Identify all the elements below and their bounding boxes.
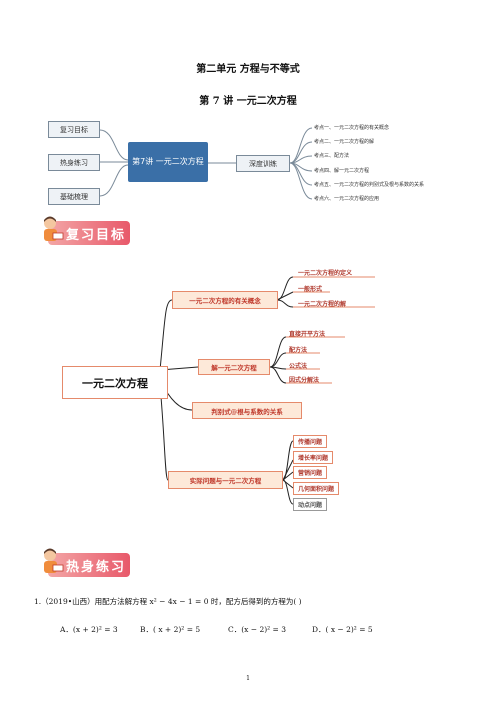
branch-discriminant: 判别式@根与系数的关系 (192, 402, 302, 419)
overview-center-node: 第7讲 一元二次方程 (128, 142, 208, 182)
leaf-factoring: 因式分解法 (289, 377, 320, 384)
overview-point: 考点一、一元二次方程的有关概念 (314, 125, 390, 131)
leaf-growth-rate: 增长率问题 (293, 451, 334, 464)
lesson-title: 第 7 讲 一元二次方程 (199, 96, 297, 107)
overview-node-training: 深度训练 (236, 155, 290, 172)
leaf-geometry-area: 几何面积问题 (293, 482, 340, 495)
overview-point: 考点二、一元二次方程的解 (314, 139, 375, 145)
student-figure-icon (44, 548, 64, 573)
leaf-formula: 公式法 (289, 363, 308, 370)
leaf-definition: 一元二次方程的定义 (298, 270, 353, 277)
leaf-square-root: 直接开平方法 (289, 331, 326, 338)
overview-point: 考点六、一元二次方程的应用 (314, 196, 380, 202)
section-banner-warmup-label: 热身练习 (66, 559, 127, 575)
question-1-option-b[interactable]: B．( x + 2)² = 5 (140, 625, 201, 634)
section-banner-review-label: 复习目标 (66, 227, 127, 243)
concept-root-node: 一元二次方程 (62, 366, 168, 399)
concept-mindmap-lines (159, 276, 375, 505)
section-banner-warmup: 热身练习 (44, 548, 130, 577)
overview-mindmap-lines (99, 127, 313, 200)
overview-node-basics: 基础梳理 (48, 188, 100, 205)
overview-node-review: 复习目标 (48, 121, 100, 138)
section-banner-review: 复习目标 (44, 216, 130, 245)
leaf-moving-point: 动点问题 (293, 498, 328, 511)
overview-point: 考点五、一元二次方程的判别式及根与系数的关系 (314, 182, 425, 188)
leaf-completing-square: 配方法 (289, 347, 308, 354)
question-1-stem: 1.（2019•山西）用配方法解方程 x² − 4x − 1 = 0 时，配方后… (34, 597, 302, 606)
question-1-option-d[interactable]: D．( x − 2)² = 5 (312, 625, 373, 634)
unit-title: 第二单元 方程与不等式 (196, 64, 300, 75)
question-1-option-a[interactable]: A．(x + 2)² = 3 (60, 625, 118, 634)
question-1-option-c[interactable]: C．(x − 2)² = 3 (228, 625, 286, 634)
overview-point: 考点三、配方法 (314, 153, 350, 159)
leaf-general-form: 一般形式 (298, 286, 323, 293)
overview-point: 考点四、解一元二次方程 (314, 168, 370, 174)
student-figure-icon (44, 216, 64, 241)
leaf-marketing: 营销问题 (293, 466, 328, 479)
branch-solving: 解一元二次方程 (198, 359, 270, 375)
overview-node-warmup: 热身练习 (48, 154, 100, 171)
branch-applications: 实际问题与一元二次方程 (168, 471, 283, 489)
page-number: 1 (246, 675, 250, 682)
leaf-solution: 一元二次方程的解 (298, 301, 347, 308)
leaf-spread: 传播问题 (293, 435, 328, 448)
branch-concepts: 一元二次方程的有关概念 (172, 291, 278, 309)
